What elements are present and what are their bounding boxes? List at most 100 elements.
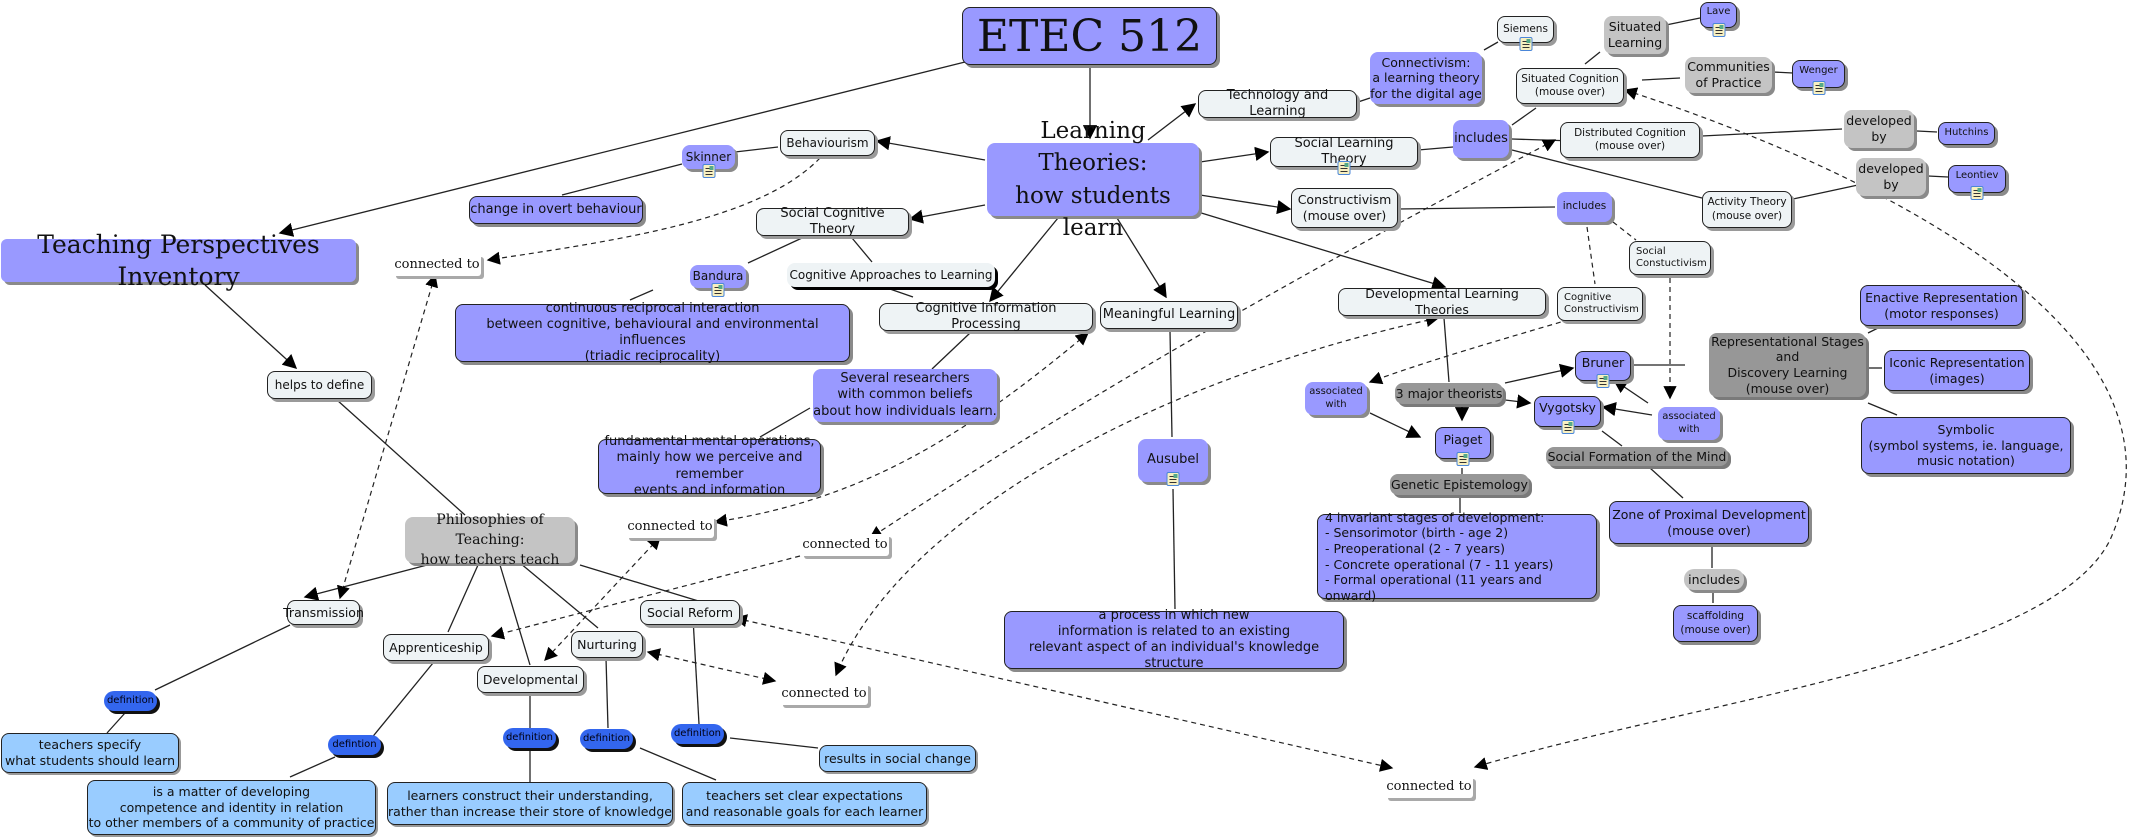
situated-learning-node[interactable]: Situated Learning <box>1604 16 1666 54</box>
cognitive-constructivism-node[interactable]: Cognitive Constructivism <box>1557 287 1643 321</box>
ausubel-node[interactable]: Ausubel <box>1138 439 1208 486</box>
meaningful-learning-node[interactable]: Meaningful Learning <box>1100 301 1238 329</box>
cognitive-approaches-node[interactable]: Cognitive Approaches to Learning <box>787 263 995 287</box>
scaffolding-node[interactable]: scaffolding (mouse over) <box>1673 605 1758 642</box>
connected-to-linker-3[interactable]: connected to <box>801 534 889 556</box>
lave-node[interactable]: Lave <box>1700 2 1737 37</box>
leontiev-node[interactable]: Leontiev <box>1948 165 2006 200</box>
connected-to-linker-5[interactable]: connected to <box>1385 776 1473 798</box>
document-icon[interactable] <box>1561 420 1574 434</box>
learners-construct-node[interactable]: learners construct their understanding, … <box>387 782 673 825</box>
several-researchers-node[interactable]: Several researchers with common beliefs … <box>813 369 997 422</box>
document-icon[interactable] <box>1712 23 1725 37</box>
dashed-link <box>1586 226 1596 285</box>
skinner-node[interactable]: Skinner <box>682 145 735 178</box>
enactive-representation-node[interactable]: Enactive Representation (motor responses… <box>1860 285 2023 326</box>
link <box>931 332 971 370</box>
dashed-link <box>1473 87 2127 770</box>
matter-of-developing-node[interactable]: is a matter of developing competence and… <box>87 780 376 835</box>
teachers-specify-node[interactable]: teachers specify what students should le… <box>1 733 179 773</box>
fundamental-operations-node[interactable]: fundamental mental operations, mainly ho… <box>598 434 821 498</box>
genetic-epistemology-linker[interactable]: Genetic Epistemology <box>1390 474 1529 495</box>
link <box>1641 77 1681 81</box>
constructivism-node[interactable]: Constructivism (mouse over) <box>1291 188 1398 228</box>
process-new-information-node[interactable]: a process in which new information is re… <box>1004 608 1344 671</box>
behaviourism-node[interactable]: Behaviourism <box>780 130 875 156</box>
nurturing-node[interactable]: Nurturing <box>571 631 643 658</box>
connected-to-linker-1[interactable]: connected to <box>393 254 481 276</box>
social-constructivism-node[interactable]: Social Constuctivism <box>1629 241 1711 275</box>
document-icon[interactable] <box>1519 37 1532 51</box>
includes-constructivism-node[interactable]: includes <box>1557 192 1612 222</box>
includes-zpd-linker[interactable]: includes <box>1684 569 1744 590</box>
link <box>1601 430 1623 447</box>
piaget-label: Piaget <box>1443 432 1483 447</box>
social-learning-theory-node[interactable]: Social Learning Theory <box>1270 136 1418 175</box>
piaget-node[interactable]: Piaget <box>1435 427 1491 466</box>
activity-theory-node[interactable]: Activity Theory (mouse over) <box>1702 191 1792 228</box>
vygotsky-node[interactable]: Vygotsky <box>1534 396 1601 434</box>
connected-to-linker-4[interactable]: connected to <box>780 683 868 705</box>
bruner-node[interactable]: Bruner <box>1575 351 1631 388</box>
triadic-reciprocality-node[interactable]: continuous reciprocal interaction betwee… <box>455 301 850 364</box>
cognitive-information-processing-node[interactable]: Cognitive Information Processing <box>879 301 1093 332</box>
change-overt-behaviour-node[interactable]: change in overt behaviour <box>469 196 643 224</box>
associated-with-piaget-linker[interactable]: associated with <box>1305 382 1367 415</box>
bandura-node[interactable]: Bandura <box>690 265 746 297</box>
representational-stages-node[interactable]: Representational Stages and Discovery Le… <box>1709 333 1866 397</box>
siemens-node[interactable]: Siemens <box>1497 16 1554 51</box>
developed-by-leontiev-linker[interactable]: developed by <box>1856 158 1926 196</box>
hutchins-node[interactable]: Hutchins <box>1938 122 1995 145</box>
apprenticeship-node[interactable]: Apprenticeship <box>383 634 489 661</box>
technology-and-learning-node[interactable]: Technology and Learning <box>1198 88 1357 119</box>
definition-apprenticeship-linker[interactable]: defintion <box>328 735 381 755</box>
developmental-learning-theories-node[interactable]: Developmental Learning Theories <box>1338 286 1546 317</box>
document-icon[interactable] <box>1166 472 1180 486</box>
developmental-node[interactable]: Developmental <box>477 666 584 693</box>
iconic-representation-node[interactable]: Iconic Representation (images) <box>1884 350 2030 391</box>
situated-cognition-node[interactable]: Situated Cognition (mouse over) <box>1516 68 1624 104</box>
document-icon[interactable] <box>1337 161 1351 175</box>
associated-with-vygotsky-linker[interactable]: associated with <box>1658 407 1720 440</box>
link <box>1417 146 1454 151</box>
developed-by-hutchins-linker[interactable]: developed by <box>1844 110 1914 148</box>
transmission-node[interactable]: Transmission <box>283 600 364 625</box>
results-social-change-node[interactable]: results in social change <box>819 745 976 772</box>
definition-nurturing-linker[interactable]: definition <box>580 729 633 749</box>
social-formation-linker[interactable]: Social Formation of the Mind <box>1546 447 1728 466</box>
social-cognitive-theory-node[interactable]: Social Cognitive Theory <box>756 206 909 237</box>
wenger-node[interactable]: Wenger <box>1792 60 1845 95</box>
definition-transmission-linker[interactable]: definition <box>104 691 157 711</box>
document-icon[interactable] <box>1596 374 1610 388</box>
four-stages-node[interactable]: 4 invariant stages of development: - Sen… <box>1317 510 1597 603</box>
link <box>1772 71 1794 74</box>
document-icon[interactable] <box>1970 186 1984 200</box>
link <box>106 712 126 734</box>
teachers-set-node[interactable]: teachers set clear expectations and reas… <box>682 782 927 825</box>
connectivism-node[interactable]: Connectivism: a learning theory for the … <box>1370 52 1482 104</box>
distributed-cognition-node[interactable]: Distributed Cognition (mouse over) <box>1560 122 1700 158</box>
link <box>1665 17 1701 26</box>
definition-developmental-linker[interactable]: definition <box>503 728 556 748</box>
learning-theories-node[interactable]: Learning Theories: how students learn <box>987 118 1199 241</box>
connected-to-linker-2[interactable]: connected to <box>626 516 714 538</box>
link <box>1927 175 1949 178</box>
zone-proximal-development-node[interactable]: Zone of Proximal Development (mouse over… <box>1609 501 1809 544</box>
philosophies-of-teaching-node[interactable]: Philosophies of Teaching: how teachers t… <box>405 512 575 568</box>
siemens-label: Siemens <box>1503 22 1548 35</box>
document-icon[interactable] <box>702 164 715 178</box>
document-icon[interactable] <box>711 283 725 297</box>
definition-social-reform-linker[interactable]: definition <box>671 724 724 744</box>
helps-to-define-node[interactable]: helps to define <box>267 371 372 399</box>
communities-of-practice-node[interactable]: Communities of Practice <box>1685 57 1772 93</box>
link <box>747 237 803 264</box>
includes-social-learning-node[interactable]: includes <box>1453 120 1509 158</box>
document-icon[interactable] <box>1456 452 1470 466</box>
link <box>1792 184 1859 200</box>
three-major-theorists-linker[interactable]: 3 major theorists <box>1395 383 1503 404</box>
teaching-perspectives-node[interactable]: Teaching Perspectives Inventory <box>1 230 356 291</box>
etec-512-title[interactable]: ETEC 512 <box>962 7 1217 65</box>
symbolic-representation-node[interactable]: Symbolic (symbol systems, ie. language, … <box>1861 417 2071 474</box>
document-icon[interactable] <box>1812 81 1825 95</box>
social-reform-node[interactable]: Social Reform <box>640 600 740 625</box>
